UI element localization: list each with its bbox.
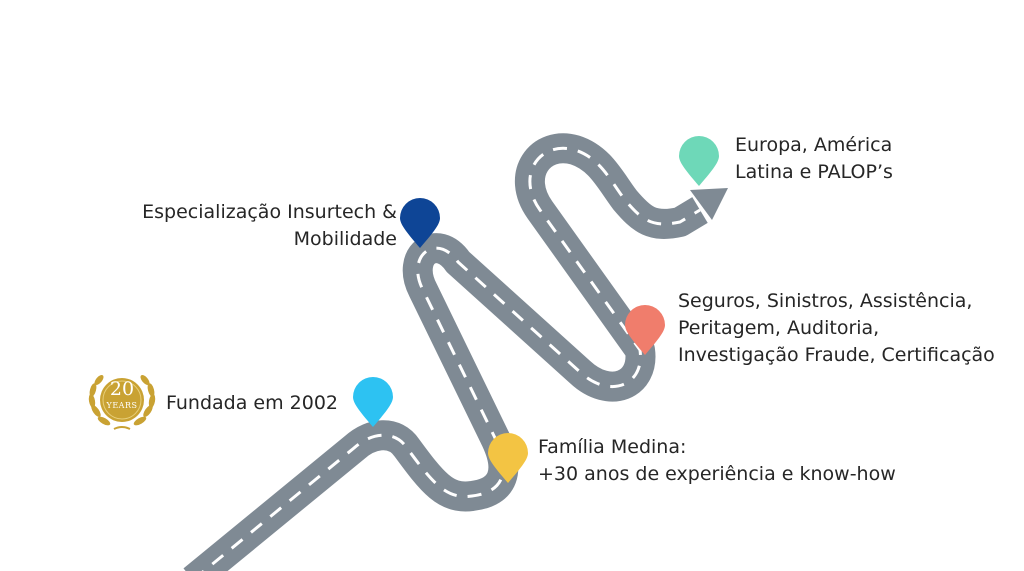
map-pin-founded [353, 377, 393, 427]
milestone-label-specialization: Especialização Insurtech & Mobilidade [142, 201, 397, 250]
map-pin-regions [679, 136, 719, 186]
laurel-wreath-icon [88, 375, 156, 430]
road-arrow-head [690, 188, 728, 220]
milestone-label-founded: Fundada em 2002 [166, 392, 339, 414]
map-pin-family [488, 433, 528, 483]
map-pin-services [625, 305, 665, 355]
badge-text: YEARS [106, 401, 138, 410]
map-pin-specialization [400, 198, 440, 248]
milestone-label-regions: Europa, América Latina e PALOP’s [735, 134, 893, 183]
milestone-label-services: Seguros, Sinistros, Assistência, Peritag… [678, 290, 995, 366]
twenty-years-laurel-badge: 20 YEARS [86, 369, 158, 435]
milestone-label-family: Família Medina: +30 anos de experiência … [538, 436, 896, 485]
road-lane-markings [201, 146, 701, 571]
badge-number: 20 [109, 378, 135, 400]
